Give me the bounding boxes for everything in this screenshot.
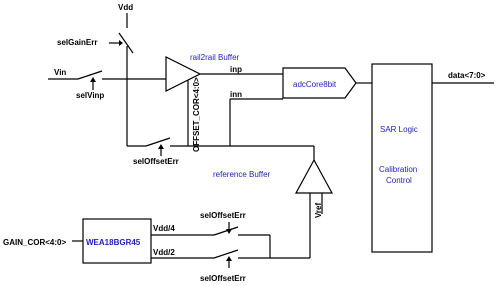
calibration-label: Calibration: [379, 165, 417, 174]
sel-vinp-label: selVinp: [76, 91, 104, 100]
vinp-switch: [77, 70, 103, 80]
sel-offset-err-label-1: selOffsetErr: [133, 157, 179, 166]
vdd2-arrow-head: [226, 256, 232, 261]
sel-vinp-arrow-head: [90, 77, 96, 82]
offset-err-arrow-head-1: [158, 144, 164, 149]
gain-err-switch: [118, 32, 134, 54]
sel-offset-err-label-2: selOffsetErr: [200, 211, 246, 220]
vin-label: Vin: [54, 68, 66, 77]
inn-label: inn: [230, 90, 242, 99]
inp-label: inp: [230, 65, 242, 74]
rail2rail-buffer-triangle: [165, 56, 202, 92]
gain-err-arrow-head: [119, 40, 123, 46]
sel-offset-err-label-3: selOffsetErr: [200, 274, 246, 283]
offset-err-switch-1: [145, 137, 171, 147]
gain-cor-label: GAIN_COR<4:0>: [3, 238, 66, 247]
adc-core-block: [282, 67, 357, 99]
reference-buffer-triangle: [294, 158, 334, 194]
vref-label: Vref: [314, 203, 323, 218]
offset-cor-label: OFFSET_COR<4:0>: [192, 77, 201, 152]
sel-gain-err-label: selGainErr: [57, 38, 97, 47]
vdd4-arrow-head: [226, 229, 232, 234]
wea-block: [82, 218, 152, 264]
vdd4-label: Vdd/4: [153, 224, 175, 233]
vdd-top-label: Vdd: [118, 3, 133, 12]
data-out-label: data<7:0>: [448, 71, 486, 80]
vdd2-label: Vdd/2: [153, 248, 175, 257]
adc-core-label: adcCore8bit: [293, 80, 337, 89]
wea-block-label: WEA18BGR45: [86, 238, 141, 247]
vdd4-switch: [213, 226, 239, 236]
sar-logic-label: SAR Logic: [380, 125, 418, 134]
reference-buffer-label: reference Buffer: [213, 170, 271, 179]
control-label: Control: [386, 176, 412, 185]
sar-logic-block: [371, 63, 433, 253]
rail2rail-buffer-label: rail2rail Buffer: [190, 53, 240, 62]
vdd2-switch: [213, 249, 239, 259]
